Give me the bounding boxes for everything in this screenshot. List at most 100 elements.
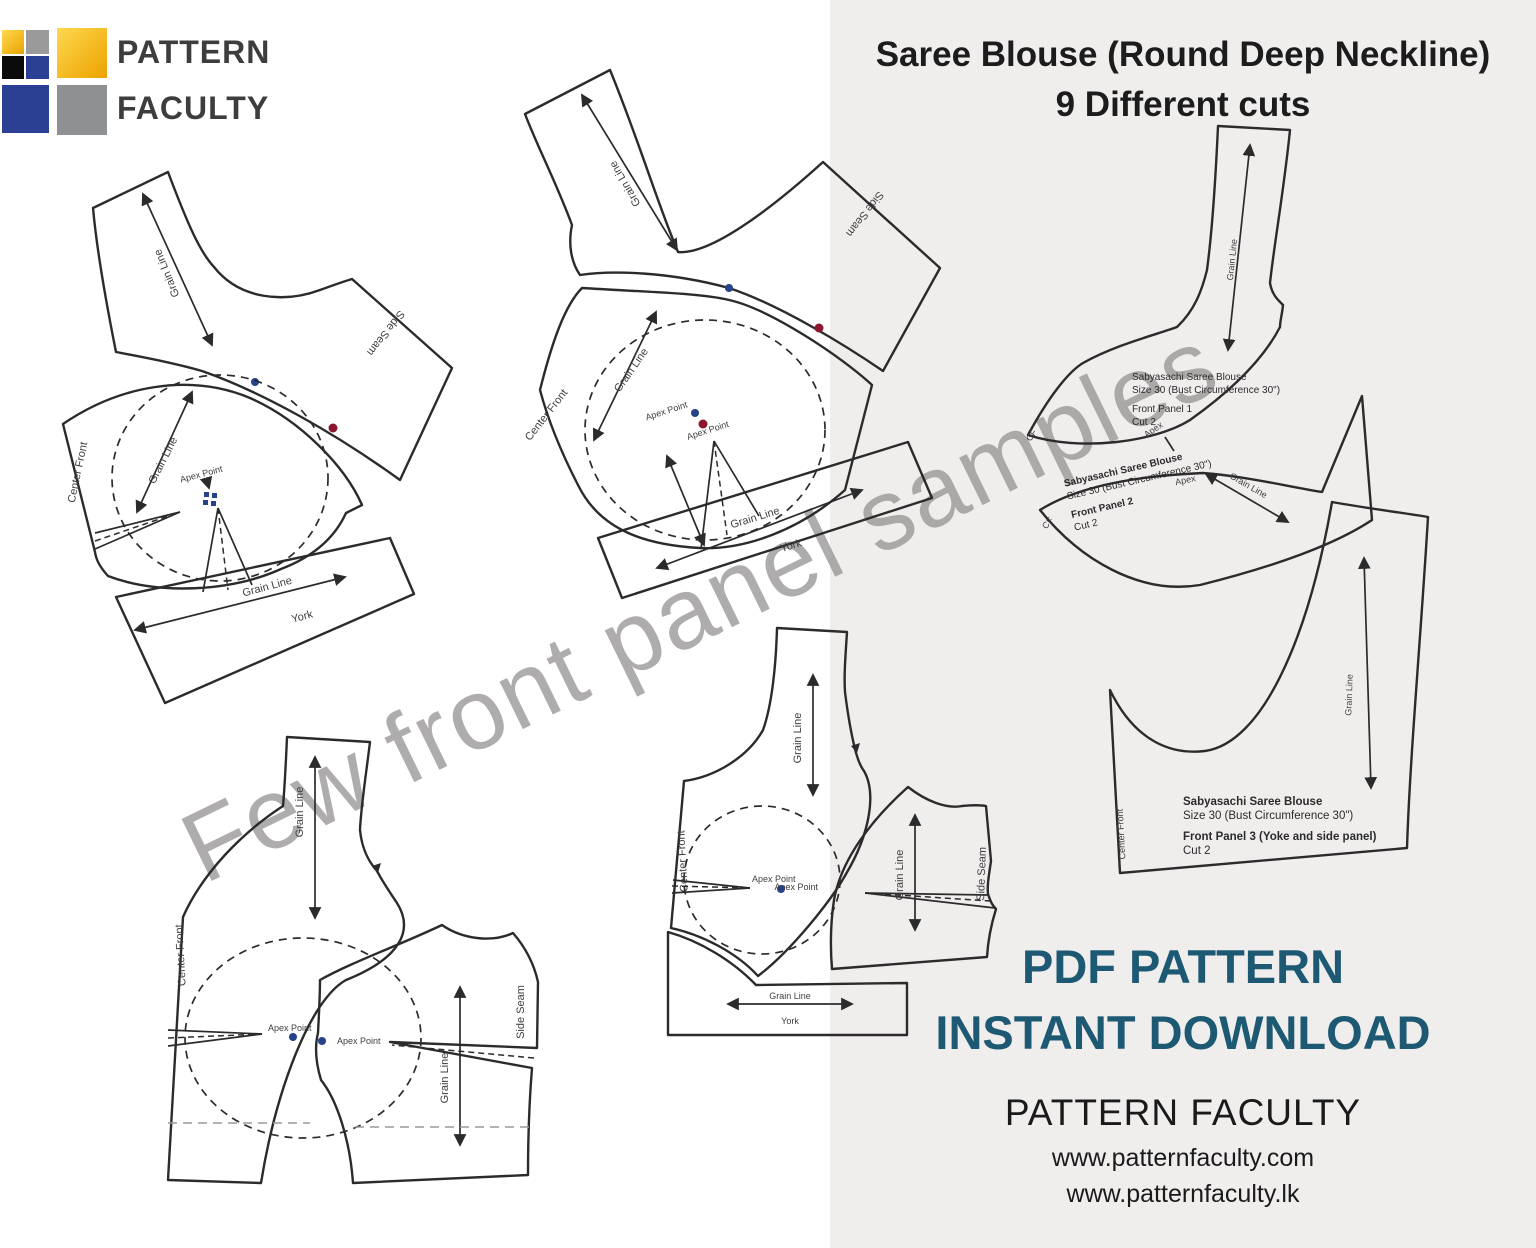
notch-dot-red <box>328 423 338 433</box>
grain-line-arrow <box>592 310 658 442</box>
footer-brand: PATTERN FACULTY <box>1004 1092 1362 1133</box>
apex-point-label: Apex Point <box>686 419 731 442</box>
right-background-panel <box>830 0 1536 1248</box>
side-seam-label: Side Seam <box>975 847 989 901</box>
title-line1: Saree Blouse (Round Deep Neckline) <box>875 35 1491 74</box>
york-strip-outline <box>114 536 416 705</box>
center-front-label: Center Front <box>1115 808 1128 859</box>
notch-triangle <box>851 743 860 753</box>
grain-line-arrow <box>135 390 194 514</box>
logo-square-multi <box>2 30 49 79</box>
notch-dot-blue <box>251 378 259 386</box>
grain-line-label: Grain Line <box>612 346 651 394</box>
apex-dot-blue <box>691 409 699 417</box>
apex-dot-blue <box>777 885 785 893</box>
center-front-label: Center Front <box>523 387 570 443</box>
grain-line-label: Grain Line <box>146 435 180 486</box>
pattern-group-c: Grain Line Center Front Apex Point Apex … <box>166 735 540 1185</box>
bust-circle-dashed <box>111 374 329 582</box>
logo-square-gray <box>57 85 107 135</box>
side-panel-outline <box>314 923 540 1185</box>
title-line2: 9 Different cuts <box>1055 85 1311 124</box>
york-strip-outline <box>666 930 909 1037</box>
front-panel-2-outline <box>1038 394 1374 588</box>
center-front-label: Center Front <box>173 924 188 986</box>
york-label: York <box>290 608 314 625</box>
promo-line2: INSTANT DOWNLOAD <box>935 1006 1431 1059</box>
apex-point-label: Apex Point <box>644 399 689 422</box>
grain-line-label: Grain Line <box>439 1053 451 1104</box>
apex-label: Apex <box>1174 473 1197 487</box>
front-panel-1-outline <box>1026 124 1292 445</box>
grain-line-arrow <box>1222 143 1256 352</box>
center-panel-outline <box>669 626 872 978</box>
front-panel-3-outline <box>1108 500 1430 875</box>
brand-logo-text: PATTERN FACULTY <box>117 24 270 136</box>
york-label: York <box>781 1016 799 1026</box>
panel-label: Front Panel 3 (Yoke and side panel) <box>1183 831 1377 843</box>
grain-line-label: Grain Line <box>1225 239 1239 281</box>
panel1-info-block: Sabyasachi Saree Blouse Size 30 (Bust Ci… <box>1132 372 1280 429</box>
york-label: York <box>779 537 804 555</box>
pattern-group-a: Grain Line Side Seam Grain Line Center F… <box>61 170 454 705</box>
grain-line-arrow <box>655 487 864 571</box>
dart-axis-arrow <box>665 454 706 547</box>
notch-triangle <box>372 863 381 873</box>
apex-dot-red <box>698 419 708 429</box>
grain-line-arrow <box>141 192 214 347</box>
apex-pointer-arrow <box>199 475 213 490</box>
grain-line-arrow <box>133 573 347 634</box>
cf-label: CF <box>1040 515 1056 531</box>
pattern-group-b: Grain Line Side Seam Grain Line Center F… <box>523 68 942 600</box>
grain-line-label: Grain Line <box>792 713 804 764</box>
page-title: Saree Blouse (Round Deep Neckline) 9 Dif… <box>830 30 1536 130</box>
panel3-info-block: Sabyasachi Saree Blouse Size 30 (Bust Ci… <box>1183 795 1376 858</box>
grain-line-arrow <box>1204 473 1290 523</box>
grain-line-arrow <box>581 93 678 252</box>
grain-line-label: Grain Line <box>894 850 906 901</box>
apex-point-label: Apex Point <box>268 1023 312 1033</box>
apex-point-label: Apex Point <box>337 1036 381 1046</box>
panel-name: Sabyasachi Saree Blouse <box>1132 372 1247 383</box>
grain-line-arrow <box>1357 556 1378 790</box>
panel-cut: Cut 2 <box>1132 416 1156 428</box>
logo-line2: FACULTY <box>117 90 270 126</box>
side-seam-label: Side Seam <box>515 985 527 1039</box>
logo-square-gold <box>57 28 107 78</box>
footer-url-lk: www.patternfaculty.lk <box>1066 1180 1300 1208</box>
apex-point-label: Apex Point <box>774 882 818 892</box>
darts <box>864 892 996 909</box>
apex-marker-squares <box>203 492 217 506</box>
center-front-label: Center Front <box>675 830 690 892</box>
footer-url-com: www.patternfaculty.com <box>1051 1144 1315 1172</box>
side-seam-label: Side Seam <box>364 308 407 358</box>
bust-circle-dashed <box>184 937 422 1139</box>
darts <box>167 1029 263 1047</box>
apex-point-label: Apex Point <box>752 874 796 884</box>
notch-dot-red <box>814 323 824 333</box>
panel-name: Sabyasachi Saree Blouse <box>1183 796 1323 808</box>
front-panel-outline <box>538 286 874 550</box>
pattern-group-d: Grain Line Center Front Apex Point Apex … <box>666 626 998 1037</box>
bust-circle-dashed <box>584 319 826 541</box>
york-strip-outline <box>596 440 934 600</box>
panel-label: Front Panel 1 <box>1132 404 1193 415</box>
grain-line-label: Grain Line <box>152 247 182 299</box>
center-panel-outline <box>166 735 406 1185</box>
promo-line1: PDF PATTERN <box>1021 940 1345 993</box>
logo-line1: PATTERN <box>117 34 271 70</box>
darts <box>671 879 751 894</box>
apex-point-label: Apex Point <box>179 464 224 485</box>
panel-size: Size 30 (Bust Circumference 30") <box>1132 384 1281 396</box>
apex-tick <box>1164 436 1175 452</box>
panel-size: Size 30 (Bust Circumference 30") <box>1183 810 1354 822</box>
darts <box>94 507 253 593</box>
promo-text: PDF PATTERN INSTANT DOWNLOAD <box>830 934 1536 1066</box>
front-panel-outline <box>61 383 364 590</box>
grain-line-label: Grain Line <box>769 991 811 1001</box>
grain-line-label: Grain Line <box>1343 674 1354 716</box>
notch-dot-blue <box>725 284 733 292</box>
apex-dot-blue <box>289 1033 297 1041</box>
